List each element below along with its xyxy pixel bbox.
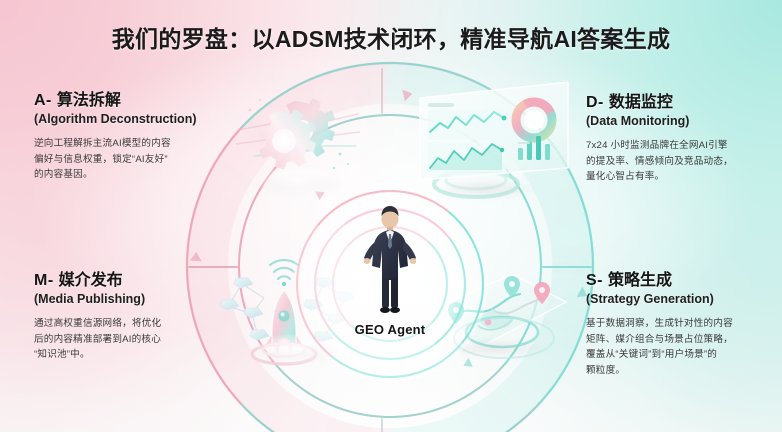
quadrant-heading-cn-m: 媒介发布 xyxy=(58,272,123,289)
quadrant-body-line: 7x24 小时监测品牌在全网AI引擎 xyxy=(586,140,728,152)
quadrant-heading-cn-a: 算法拆解 xyxy=(56,92,121,109)
quadrant-block-strategy-generation: S- 策略生成 (Strategy Generation) 基于数据洞察，生成针对… xyxy=(586,272,782,379)
quadrant-body-line: 颗粒度。 xyxy=(586,364,626,376)
quadrant-body-line: 覆盖从“关键词”到“用户场景”的 xyxy=(586,349,718,361)
quadrant-heading-en-m: (Media Publishing) xyxy=(34,292,146,307)
quadrant-heading-a: A-算法拆解 xyxy=(34,92,230,110)
quadrant-body-line: 量化心智占有率。 xyxy=(586,171,665,183)
dashboard-icon-glyph xyxy=(419,81,569,199)
quadrant-key-a: A- xyxy=(34,92,52,109)
quadrant-key-d: D- xyxy=(586,94,604,111)
quadrant-body-line: 偏好与信息权重，锁定“AI友好” xyxy=(34,153,168,165)
quadrant-block-data-monitoring: D-数据监控 (Data Monitoring) 7x24 小时监测品牌在全网A… xyxy=(586,94,782,185)
quadrant-heading-cn-s: 策略生成 xyxy=(608,272,673,289)
quadrant-divider-top xyxy=(381,68,384,114)
quadrant-body-line: 后的内容精准部署到AI的核心 xyxy=(34,333,161,345)
quadrant-divider-right xyxy=(542,266,592,269)
quadrant-divider-bottom xyxy=(381,418,384,432)
dashboard-icon-shadow xyxy=(436,180,536,198)
gear-icon-pedestal xyxy=(258,166,338,196)
gear-icon xyxy=(235,84,361,196)
quadrant-block-algorithm-deconstruction: A-算法拆解 (Algorithm Deconstruction) 逆向工程解拆… xyxy=(34,92,230,183)
quadrant-heading-s: S- 策略生成 xyxy=(586,272,782,290)
quadrant-body-s: 基于数据洞察，生成针对性的内容 矩阵、媒介组合与场景占位策略， 覆盖从“关键词”… xyxy=(586,316,782,378)
quadrant-body-d: 7x24 小时监测品牌在全网AI引擎 的提及率、情感倾向及竞品动态， 量化心智占… xyxy=(586,138,782,185)
quadrant-body-line: 逆向工程解拆主流AI模型的内容 xyxy=(34,138,171,150)
quadrant-body-line: 矩阵、媒介组合与场景占位策略， xyxy=(586,333,733,345)
center-hub: GEO Agent xyxy=(286,180,494,388)
quadrant-body-line: 的提及率、情感倾向及竞品动态， xyxy=(586,155,733,167)
quadrant-key-s: S- xyxy=(586,272,603,289)
gear-icon-glyph xyxy=(235,98,361,170)
quadrant-body-a: 逆向工程解拆主流AI模型的内容 偏好与信息权重，锁定“AI友好” 的内容基因。 xyxy=(34,136,230,183)
quadrant-heading-en-a: (Algorithm Deconstruction) xyxy=(34,112,197,127)
quadrant-block-media-publishing: M-媒介发布 (Media Publishing) 通过高权重信源网络，将优化 … xyxy=(34,272,230,363)
quadrant-key-m: M- xyxy=(34,272,54,289)
quadrant-heading-d: D-数据监控 xyxy=(586,94,782,112)
quadrant-body-line: “知识池”中。 xyxy=(34,349,90,361)
quadrant-body-line: 的内容基因。 xyxy=(34,169,93,181)
quadrant-divider-left xyxy=(188,266,238,269)
quadrant-heading-cn-d: 数据监控 xyxy=(608,94,673,111)
quadrant-body-line: 基于数据洞察，生成针对性的内容 xyxy=(586,318,733,330)
center-label: GEO Agent xyxy=(354,322,426,337)
quadrant-heading-en-d: (Data Monitoring) xyxy=(586,114,690,129)
quadrant-heading-m: M-媒介发布 xyxy=(34,272,230,290)
quadrant-heading-en-s: (Strategy Generation) xyxy=(586,292,714,307)
quadrant-body-m: 通过高权重信源网络，将优化 后的内容精准部署到AI的核心 “知识池”中。 xyxy=(34,316,230,363)
dashboard-icon xyxy=(410,76,576,204)
map-route-icon-shadow xyxy=(444,340,540,356)
adsm-cycle-diagram: GEO Agent xyxy=(178,55,602,432)
slide-title: 我们的罗盘：以ADSM技术闭环，精准导航AI答案生成 xyxy=(111,26,671,52)
cycle-arrow-left-icon xyxy=(189,251,203,262)
quadrant-body-line: 通过高权重信源网络，将优化 xyxy=(34,318,162,330)
businessman-avatar-icon xyxy=(364,206,416,313)
